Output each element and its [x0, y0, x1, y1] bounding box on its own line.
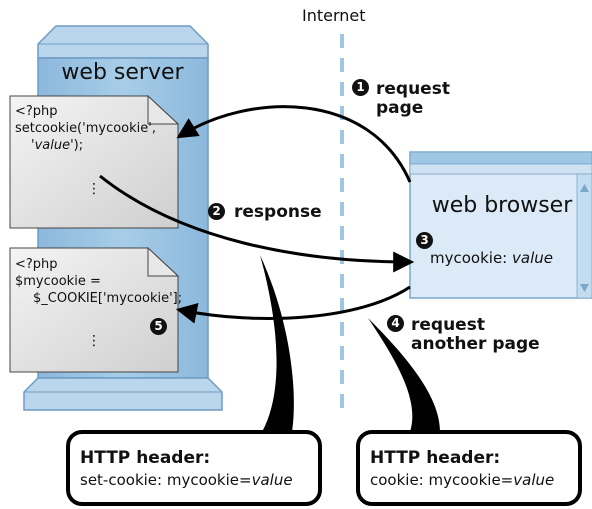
- step-4-label: request another page: [411, 315, 540, 354]
- browser-cookie-value: mycookie: value: [430, 249, 553, 267]
- doc2-line1: <?php: [15, 257, 58, 272]
- doc1-line2: setcookie('mycookie',: [15, 121, 156, 136]
- doc2-ellipsis: ⋮: [87, 333, 101, 349]
- callout-response-title: HTTP header:: [80, 448, 211, 468]
- callout-response-shape: [66, 255, 322, 506]
- arrow-response: [99, 174, 415, 273]
- callout-request: HTTP header: cookie: mycookie=value: [370, 448, 554, 489]
- doc1-line1: <?php: [15, 104, 58, 119]
- callout-request-title: HTTP header:: [370, 448, 501, 468]
- internet-label: Internet: [302, 6, 366, 25]
- php-document-1: [9, 94, 180, 229]
- callout-request-shape: [356, 318, 582, 506]
- doc1-code: <?php setcookie('mycookie', 'value');: [15, 103, 156, 154]
- doc2-line3: $_COOKIE['mycookie'];: [33, 291, 183, 306]
- callout-response: HTTP header: set-cookie: mycookie=value: [80, 448, 293, 489]
- step-1-label: request page: [376, 79, 450, 118]
- step-2-badge: 2: [208, 203, 225, 220]
- doc2-line2: $mycookie =: [15, 274, 101, 289]
- step-2-label: response: [234, 202, 322, 222]
- doc1-line3: 'value');: [31, 138, 84, 153]
- step-1-badge: 1: [352, 79, 369, 96]
- web-browser-window: [409, 151, 592, 299]
- arrow-request-another-page: [175, 285, 411, 324]
- web-server-title: web server: [61, 60, 184, 85]
- web-browser-title: web browser: [431, 193, 573, 218]
- doc1-ellipsis: ⋮: [87, 181, 101, 197]
- arrow-request-page: [176, 105, 412, 183]
- step-5-badge: 5: [150, 318, 167, 335]
- doc2-code: <?php $mycookie = $_COOKIE['mycookie'];: [15, 256, 182, 307]
- php-document-2: [9, 246, 180, 373]
- step-4-badge: 4: [387, 315, 404, 332]
- step-3-badge: 3: [416, 232, 433, 249]
- callout-response-text: set-cookie: mycookie=value: [80, 471, 293, 489]
- callout-request-text: cookie: mycookie=value: [370, 471, 555, 489]
